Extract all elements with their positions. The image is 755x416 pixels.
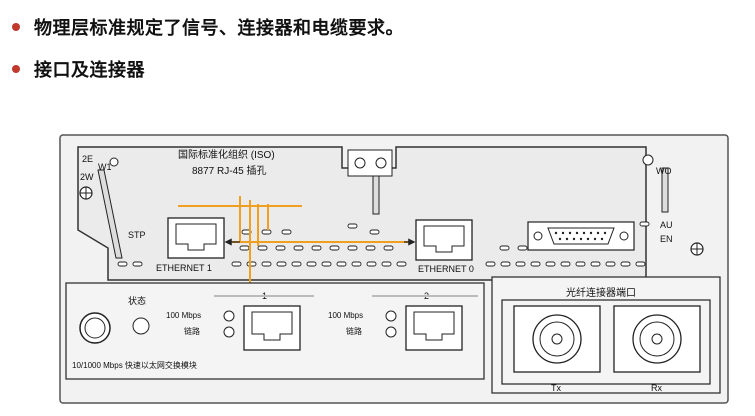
iso-title: 国际标准化组织 (ISO) bbox=[178, 148, 275, 161]
fiber-title: 光纤连接器端口 bbox=[566, 286, 636, 299]
bullet-dot-icon bbox=[12, 65, 20, 73]
label-stp: STP bbox=[128, 230, 146, 240]
link-led-2-icon bbox=[385, 326, 397, 338]
speed-led-1-icon bbox=[223, 310, 235, 322]
bullet-item: 接口及连接器 bbox=[12, 48, 404, 90]
led-icon bbox=[109, 157, 119, 167]
label-2w: 2W bbox=[80, 172, 94, 182]
label-status: 状态 bbox=[128, 295, 146, 306]
status-led-icon bbox=[132, 317, 150, 335]
link-label-1: 链路 bbox=[184, 326, 200, 336]
label-tx: Tx bbox=[551, 383, 561, 393]
speed-led-2-icon bbox=[385, 310, 397, 322]
label-rx: Rx bbox=[651, 383, 662, 393]
link-led-1-icon bbox=[223, 326, 235, 338]
bullet-dot-icon bbox=[12, 23, 20, 31]
bullet-item: 物理层标准规定了信号、连接器和电缆要求。 bbox=[12, 6, 404, 48]
label-ethernet-0: ETHERNET 0 bbox=[418, 264, 474, 274]
module-label: 10/1000 Mbps 快速以太网交换模块 bbox=[72, 360, 197, 370]
highlight-lines bbox=[178, 196, 410, 300]
bullet-text: 接口及连接器 bbox=[34, 60, 145, 81]
left-lever bbox=[97, 169, 123, 259]
label-en: EN bbox=[660, 234, 673, 244]
label-ethernet-1: ETHERNET 1 bbox=[156, 263, 212, 273]
bullet-list: 物理层标准规定了信号、连接器和电缆要求。 接口及连接器 bbox=[12, 6, 404, 90]
label-2e: 2E bbox=[82, 154, 93, 164]
led-icon bbox=[642, 154, 654, 166]
iso-subtitle: 8877 RJ-45 插孔 bbox=[192, 164, 266, 177]
led-slot-row bbox=[117, 221, 650, 267]
label-w1: W1 bbox=[98, 162, 112, 172]
label-au: AU bbox=[660, 220, 673, 230]
link-label-2: 链路 bbox=[346, 326, 362, 336]
label-wo: WO bbox=[656, 166, 672, 176]
speed-label-2: 100 Mbps bbox=[328, 311, 363, 320]
speed-label-1: 100 Mbps bbox=[166, 311, 201, 320]
bullet-text: 物理层标准规定了信号、连接器和电缆要求。 bbox=[34, 18, 404, 39]
db15-connector[interactable] bbox=[527, 221, 635, 251]
